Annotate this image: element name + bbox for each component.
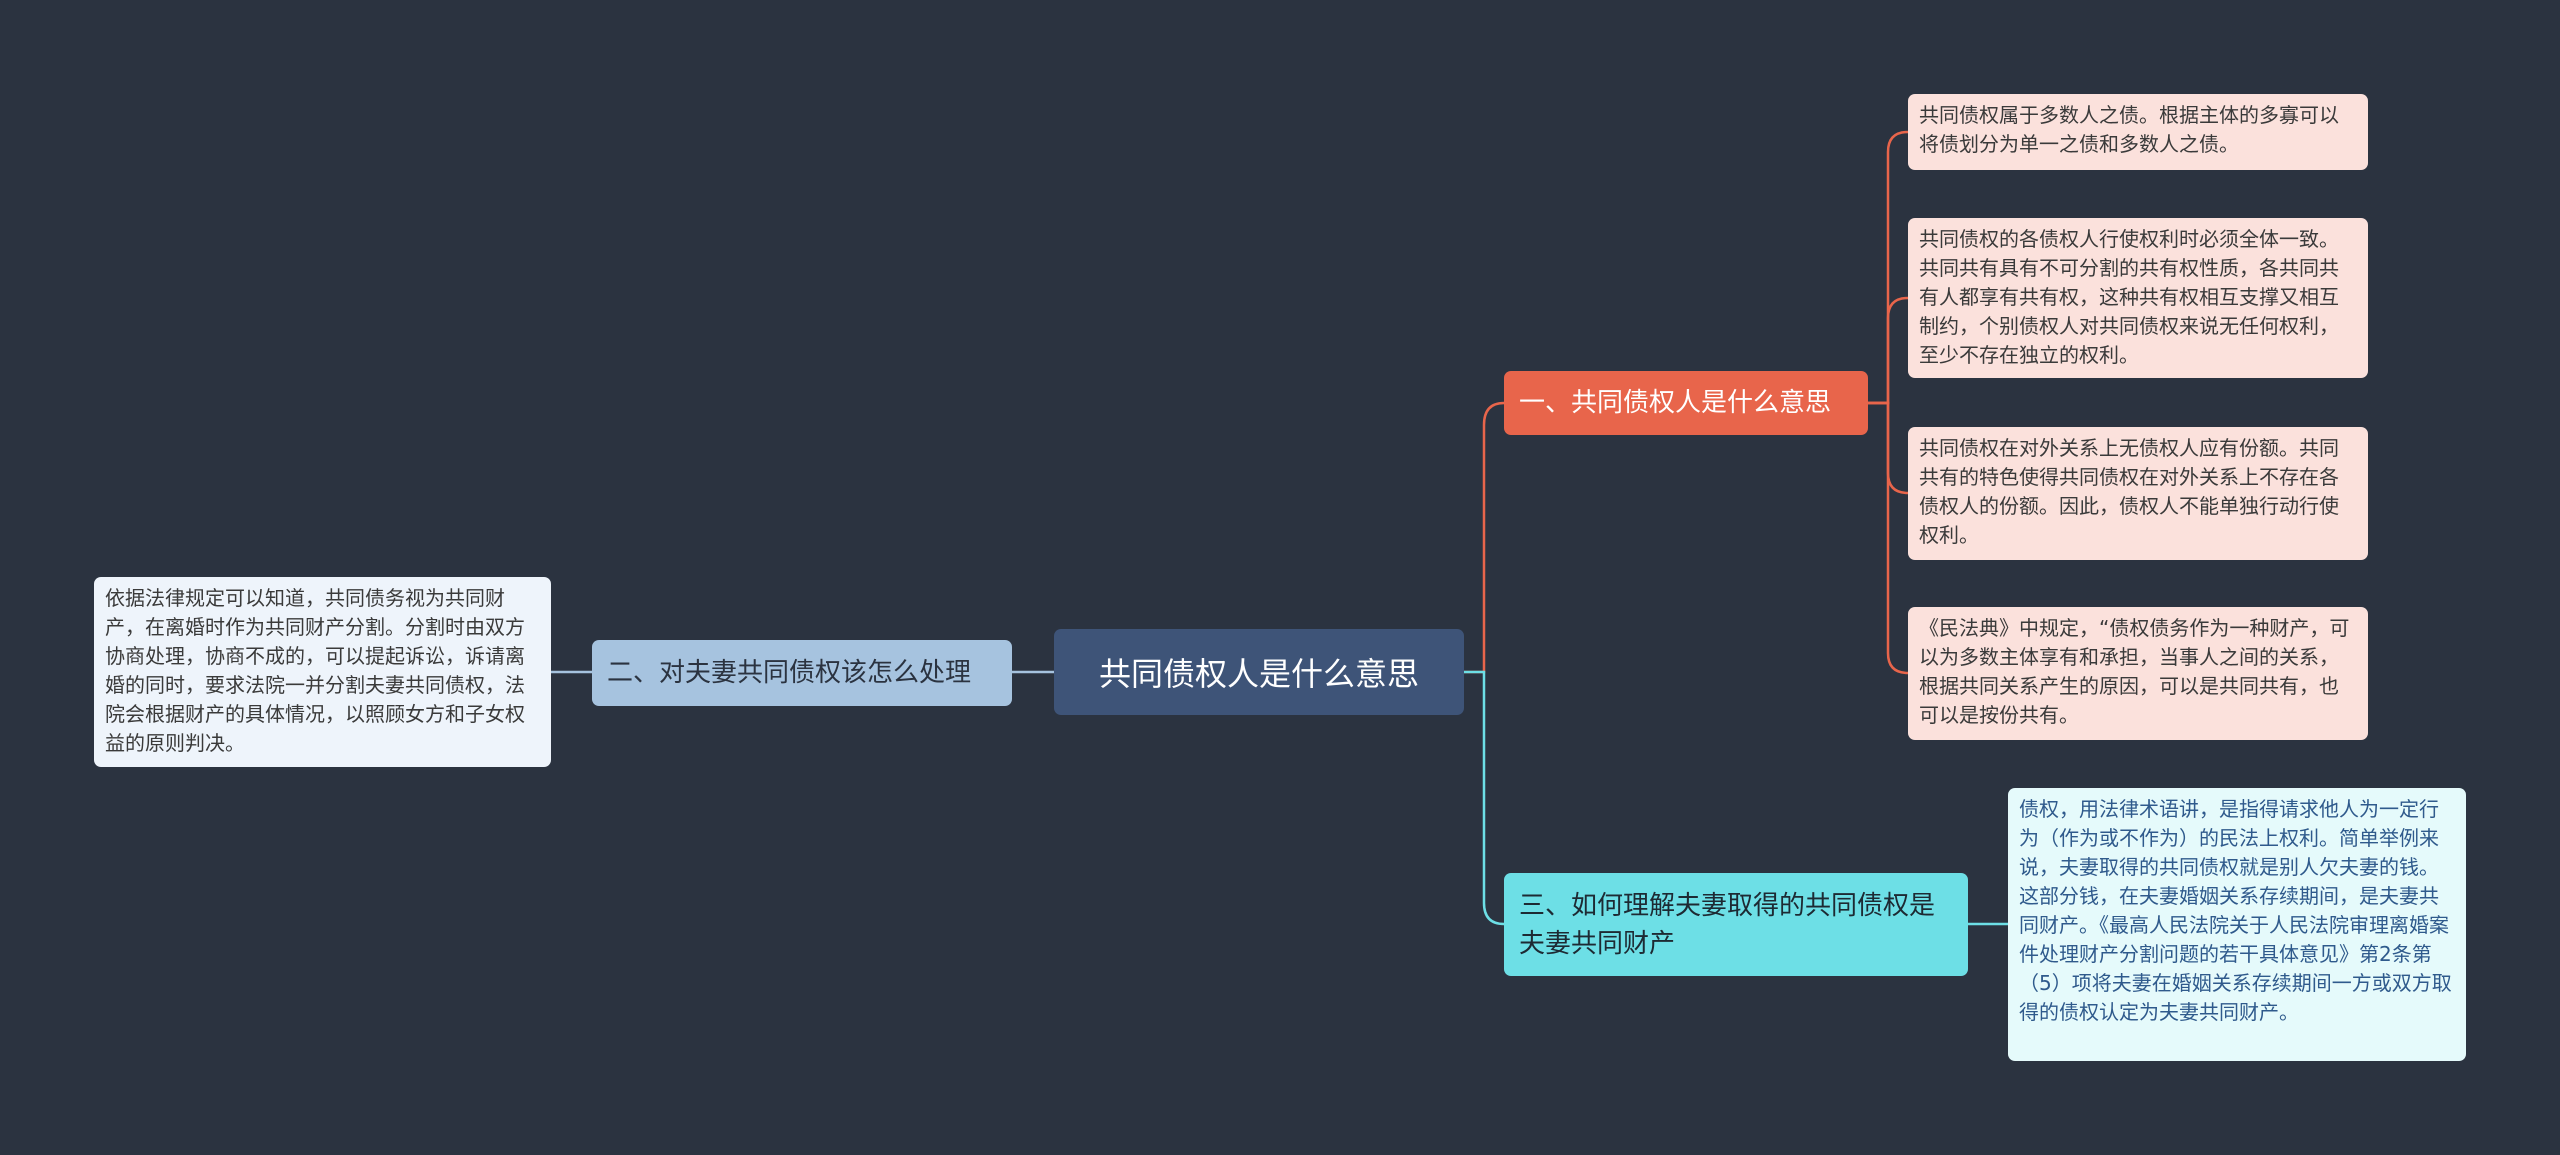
link-center-to-branch-1	[1464, 401, 1505, 674]
link-branch-1-to-leaf-2	[1868, 296, 1909, 405]
leaf-topic-1-2[interactable]: 共同债权的各债权人行使权利时必须全体一致。共同共有具有不可分割的共有权性质，各共…	[1908, 218, 2368, 378]
branch-topic-2[interactable]: 二、对夫妻共同债权该怎么处理	[592, 640, 1012, 706]
link-branch-1-to-leaf-1	[1868, 130, 1909, 405]
leaf-topic-1-3[interactable]: 共同债权在对外关系上无债权人应有份额。共同共有的特色使得共同债权在对外关系上不存…	[1908, 427, 2368, 560]
center-topic[interactable]: 共同债权人是什么意思	[1054, 629, 1464, 715]
branch-topic-1[interactable]: 一、共同债权人是什么意思	[1504, 371, 1868, 435]
branch-topic-3[interactable]: 三、如何理解夫妻取得的共同债权是夫妻共同财产	[1504, 873, 1968, 976]
leaf-topic-3-1[interactable]: 债权，用法律术语讲，是指得请求他人为一定行为（作为或不作为）的民法上权利。简单举…	[2008, 788, 2466, 1061]
leaf-topic-1-1[interactable]: 共同债权属于多数人之债。根据主体的多寡可以将债划分为单一之债和多数人之债。	[1908, 94, 2368, 170]
leaf-topic-1-4[interactable]: 《民法典》中规定，“债权债务作为一种财产，可以为多数主体享有和承担，当事人之间的…	[1908, 607, 2368, 740]
link-center-to-branch-3	[1464, 670, 1505, 926]
link-branch-1-to-leaf-4	[1868, 401, 1909, 675]
leaf-topic-2-1[interactable]: 依据法律规定可以知道，共同债务视为共同财产，在离婚时作为共同财产分割。分割时由双…	[94, 577, 551, 767]
